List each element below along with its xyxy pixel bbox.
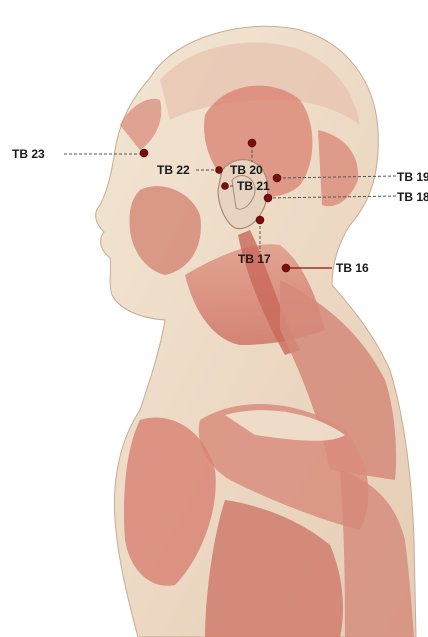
- point-tb16: [282, 264, 290, 272]
- label-tb22: TB 22: [157, 163, 190, 177]
- label-tb17: TB 17: [238, 252, 271, 266]
- label-tb19: TB 19: [397, 170, 428, 184]
- point-tb17: [256, 216, 264, 224]
- point-tb20: [248, 139, 256, 147]
- label-tb21: TB 21: [237, 179, 270, 193]
- point-tb22: [216, 167, 223, 174]
- label-tb20: TB 20: [230, 163, 263, 177]
- point-tb18: [264, 194, 272, 202]
- label-tb16: TB 16: [336, 261, 369, 275]
- point-tb19: [273, 174, 281, 182]
- label-tb23: TB 23: [12, 147, 45, 161]
- point-tb21: [222, 183, 229, 190]
- label-tb18: TB 18: [397, 190, 428, 204]
- point-tb23: [140, 149, 148, 157]
